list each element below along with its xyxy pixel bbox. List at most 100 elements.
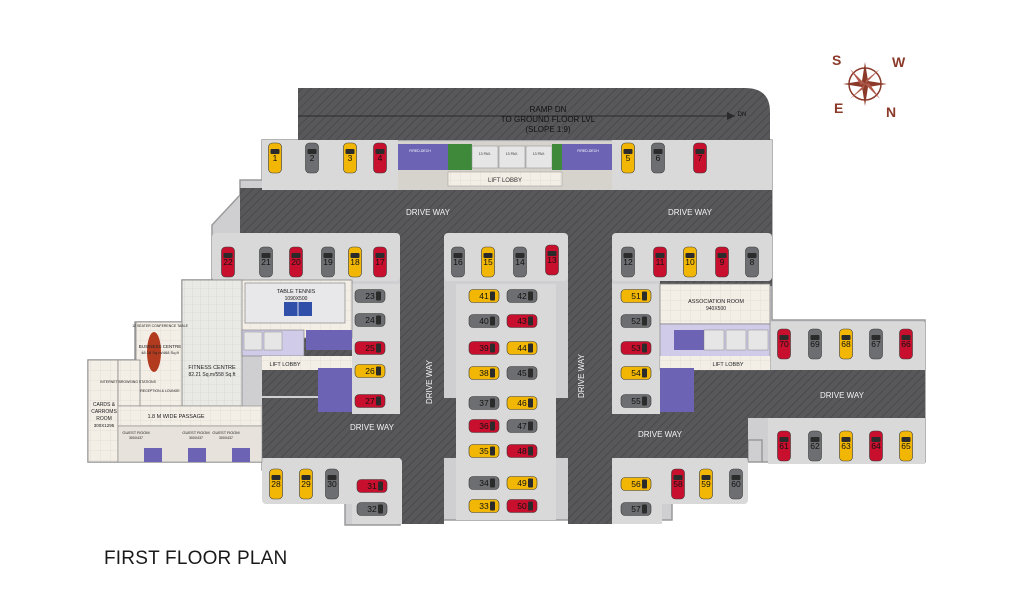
- car-windshield: [528, 398, 533, 408]
- car-windshield: [376, 366, 381, 376]
- guest-room-3-label: GUEST ROOM: [212, 430, 239, 435]
- drive-way-label-7: DRIVE WAY: [577, 353, 586, 398]
- svg-text:300X437: 300X437: [129, 436, 143, 440]
- parking-slot-61: 61: [777, 430, 791, 462]
- parking-slot-37: 37: [468, 396, 500, 410]
- parking-slot-47: 47: [506, 419, 538, 433]
- parking-slot-1: 1: [268, 142, 282, 174]
- parking-slot-32: 32: [356, 502, 388, 516]
- car-windshield: [642, 479, 647, 489]
- car-windshield: [490, 478, 495, 488]
- parking-slot-46: 46: [506, 396, 538, 410]
- car-windshield: [490, 421, 495, 431]
- fitness-centre-label: FITNESS CENTRE: [188, 365, 236, 371]
- slot-number: 31: [367, 481, 377, 491]
- association-block: [659, 283, 771, 412]
- slot-number: 20: [291, 257, 301, 267]
- car-windshield: [490, 446, 495, 456]
- parking-slot-62: 62: [808, 430, 822, 462]
- parking-slot-8: 8: [745, 246, 759, 278]
- reception-label: RECEPTION & LOUNGE: [140, 389, 180, 393]
- parking-slot-48: 48: [506, 444, 538, 458]
- lift-lobby-left-label: LIFT LOBBY: [269, 362, 300, 368]
- parking-slot-42: 42: [506, 289, 538, 303]
- parking-slot-6: 6: [651, 142, 665, 174]
- parking-slot-33: 33: [468, 499, 500, 513]
- slot-number: 6: [656, 153, 661, 163]
- slot-number: 34: [479, 478, 489, 488]
- slot-number: 66: [901, 339, 911, 349]
- parking-slot-67: 67: [869, 328, 883, 360]
- parking-slot-30: 30: [325, 468, 339, 500]
- cards-label: CARDS &: [93, 402, 116, 408]
- slot-number: 69: [810, 339, 820, 349]
- association-room-label: ASSOCIATION ROOM: [688, 299, 744, 305]
- parking-slot-24: 24: [354, 313, 386, 327]
- car-windshield: [270, 149, 280, 154]
- guest-room-1-label: GUEST ROOM: [122, 430, 149, 435]
- parking-slot-12: 12: [621, 246, 635, 278]
- car-windshield: [528, 316, 533, 326]
- drive-way-labels: DRIVE WAY DRIVE WAY DRIVE WAY DRIVE WAY …: [350, 208, 865, 439]
- car-windshield: [375, 149, 385, 154]
- slot-number: 58: [673, 479, 683, 489]
- parking-slot-40: 40: [468, 314, 500, 328]
- car-windshield: [673, 475, 683, 480]
- parking-slot-18: 18: [348, 246, 362, 278]
- car-windshield: [528, 501, 533, 511]
- slot-number: 10: [685, 257, 695, 267]
- parking-slot-59: 59: [699, 468, 713, 500]
- cards-room-size: 300X1295: [94, 423, 115, 428]
- slot-number: 53: [631, 343, 641, 353]
- slot-number: 12: [623, 257, 633, 267]
- compass-s: S: [832, 52, 842, 68]
- compass-w: W: [892, 54, 906, 70]
- car-windshield: [350, 253, 360, 258]
- slot-number: 54: [631, 368, 641, 378]
- car-windshield: [378, 504, 383, 514]
- car-windshield: [642, 368, 647, 378]
- car-windshield: [871, 335, 881, 340]
- parking-slot-58: 58: [671, 468, 685, 500]
- slot-number: 38: [479, 368, 489, 378]
- room-label: ROOM: [96, 416, 112, 422]
- svg-text:13 PAX.: 13 PAX.: [506, 152, 519, 156]
- slot-number: 48: [517, 446, 527, 456]
- car-windshield: [901, 437, 911, 442]
- slot-number: 39: [479, 343, 489, 353]
- slot-number: 55: [631, 396, 641, 406]
- slot-number: 22: [223, 257, 233, 267]
- parking-slot-4: 4: [373, 142, 387, 174]
- parking-slot-43: 43: [506, 314, 538, 328]
- slot-number: 57: [631, 504, 641, 514]
- business-centre-label: BUSINESS CENTRE: [139, 344, 182, 349]
- car-windshield: [642, 316, 647, 326]
- compass-icon: [843, 62, 887, 106]
- parking-slot-66: 66: [899, 328, 913, 360]
- parking-slot-41: 41: [468, 289, 500, 303]
- amenity-block: [87, 279, 353, 463]
- car-windshield: [642, 396, 647, 406]
- parking-slot-5: 5: [621, 142, 635, 174]
- slot-number: 33: [479, 501, 489, 511]
- car-windshield: [779, 335, 789, 340]
- car-windshield: [623, 253, 633, 258]
- parking-slot-56: 56: [620, 477, 652, 491]
- drive-way-label-6: DRIVE WAY: [425, 359, 434, 404]
- parking-slot-2: 2: [305, 142, 319, 174]
- car-windshield: [731, 475, 741, 480]
- parking-slot-17: 17: [373, 246, 387, 278]
- slot-number: 2: [310, 153, 315, 163]
- slot-number: 4: [378, 153, 383, 163]
- parking-slot-10: 10: [683, 246, 697, 278]
- guest-room-2-label: GUEST ROOM: [182, 430, 209, 435]
- slot-number: 25: [365, 343, 375, 353]
- slot-number: 32: [367, 504, 377, 514]
- car-windshield: [642, 291, 647, 301]
- lift-lobby-right-label: LIFT LOBBY: [712, 362, 743, 368]
- parking-slot-36: 36: [468, 419, 500, 433]
- car-windshield: [345, 149, 355, 154]
- car-windshield: [490, 343, 495, 353]
- slot-number: 52: [631, 316, 641, 326]
